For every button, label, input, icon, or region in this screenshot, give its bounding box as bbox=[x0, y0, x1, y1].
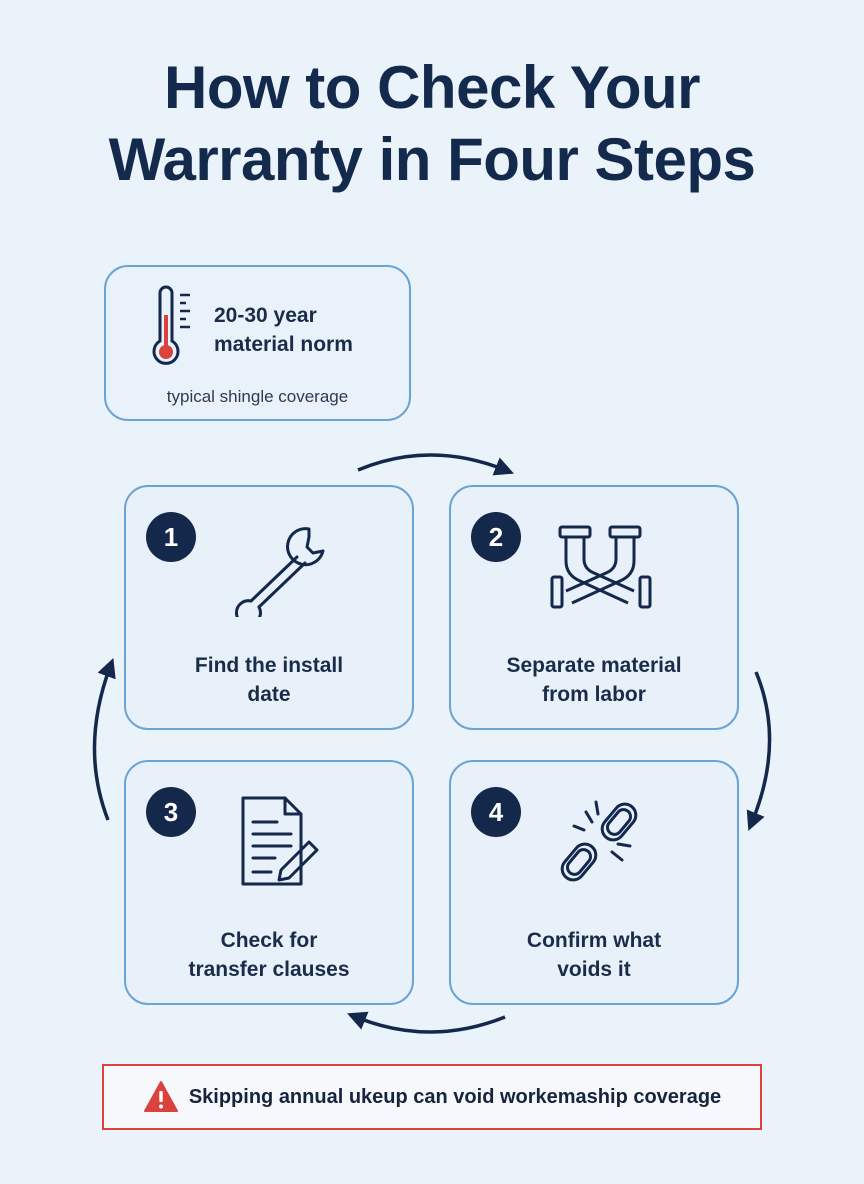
arrow-right bbox=[746, 671, 772, 831]
step-card-1: 1 Find the install date bbox=[124, 485, 414, 730]
step-label-line-1: Check for bbox=[220, 929, 318, 952]
warning-text: Skipping annual ukeup can void workemash… bbox=[188, 1085, 722, 1108]
step-label: Confirm what voids it bbox=[461, 926, 727, 984]
step-label-line-1: Separate material bbox=[506, 654, 682, 677]
broken-link-icon bbox=[560, 800, 638, 882]
title-line-2: Warranty in Four Steps bbox=[108, 126, 756, 193]
document-edit-icon bbox=[241, 796, 319, 886]
title-line-1: How to Check Your bbox=[163, 54, 701, 121]
step-card-3: 3 Check for transfer clauses bbox=[124, 760, 414, 1005]
stat-value-line-1: 20-30 year bbox=[214, 304, 317, 327]
arrow-left bbox=[92, 657, 116, 821]
stat-card: 20-30 year material norm typical shingle… bbox=[104, 265, 411, 421]
warning-banner: Skipping annual ukeup can void workemash… bbox=[102, 1064, 762, 1130]
warning-icon bbox=[143, 1081, 178, 1112]
step-label-line-2: from labor bbox=[542, 683, 646, 706]
step-label-line-1: Find the install bbox=[194, 654, 344, 677]
arrow-bottom bbox=[347, 1011, 506, 1034]
stat-value: 20-30 year material norm bbox=[214, 301, 353, 359]
wrench-icon bbox=[235, 527, 325, 617]
step-number-badge: 3 bbox=[146, 787, 196, 837]
page-title: How to Check Your Warranty in Four Steps bbox=[0, 52, 864, 196]
stat-caption: typical shingle coverage bbox=[166, 387, 349, 406]
pipes-icon bbox=[550, 525, 652, 609]
step-card-2: 2 Separate material from labor bbox=[449, 485, 739, 730]
step-number-badge: 4 bbox=[471, 787, 521, 837]
stat-value-line-2: material norm bbox=[214, 333, 353, 356]
step-label-line-1: Confirm what bbox=[526, 929, 662, 952]
arrow-top bbox=[357, 453, 514, 476]
thermometer-icon bbox=[152, 285, 190, 365]
step-label-line-2: transfer clauses bbox=[188, 958, 350, 981]
step-label: Check for transfer clauses bbox=[136, 926, 402, 984]
step-card-4: 4 Confirm what voids it bbox=[449, 760, 739, 1005]
step-number-badge: 2 bbox=[471, 512, 521, 562]
step-label-line-2: voids it bbox=[557, 958, 631, 981]
step-label-line-2: date bbox=[247, 683, 291, 706]
step-label: Separate material from labor bbox=[461, 651, 727, 709]
step-label: Find the install date bbox=[136, 651, 402, 709]
step-number-badge: 1 bbox=[146, 512, 196, 562]
